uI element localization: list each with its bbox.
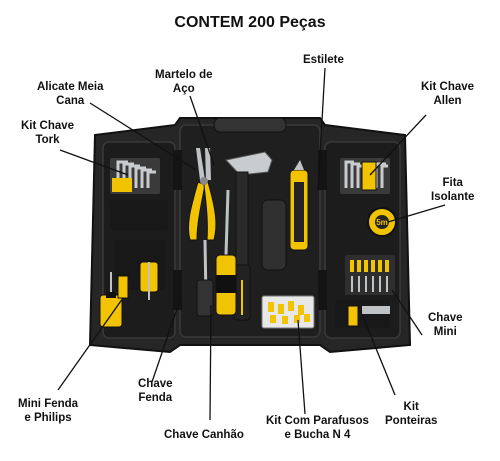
callout-lines (57, 67, 446, 421)
needle-nose-pliers (187, 148, 217, 241)
tape-size-label: 5m (376, 218, 388, 227)
torx-key-set (110, 158, 160, 194)
nut-driver (196, 239, 214, 317)
utility-knife (289, 160, 309, 251)
tool-grip (261, 199, 287, 271)
claw-hammer (225, 151, 273, 321)
tape-measure: 5m (367, 207, 397, 237)
mini-screwdriver-set (99, 261, 159, 328)
label-chave-canhao: Chave Canhão (164, 429, 244, 441)
bit-set (345, 255, 395, 327)
label-estilete: Estilete (303, 54, 344, 66)
image-title: CONTEM 200 Peças (174, 14, 326, 31)
screwdriver (215, 189, 237, 316)
allen-key-set (340, 158, 390, 194)
screws-anchors-kit (261, 295, 315, 329)
